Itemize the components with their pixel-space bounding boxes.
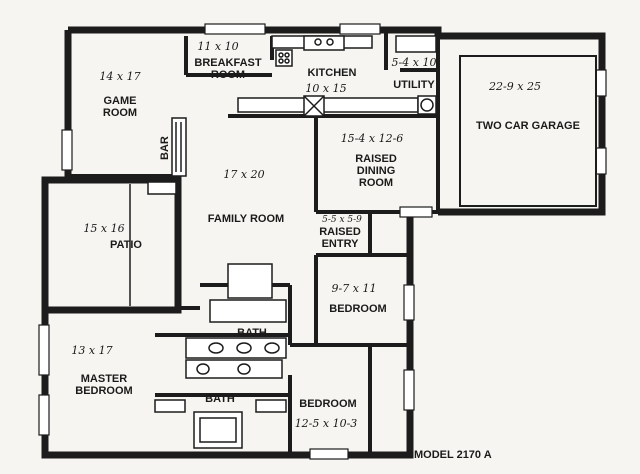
garage-dims: 22-9 x 25 [488, 80, 541, 93]
game-room-label-2: ROOM [103, 107, 137, 119]
dining-room-label-3: ROOM [359, 177, 393, 189]
dining-room-label-2: DINING [357, 165, 396, 177]
breakfast-room: 11 x 10 BREAKFAST ROOM [194, 40, 262, 81]
entry-label: RAISED [319, 226, 361, 238]
family-room-dims: 17 x 20 [223, 168, 264, 181]
entry-label-2: ENTRY [322, 238, 360, 250]
raised-entry: 5-5 x 5-9 RAISED ENTRY [319, 215, 362, 250]
game-room: 14 x 17 GAME ROOM [99, 70, 140, 119]
utility-label: UTILITY [393, 79, 435, 91]
bedroom-upper-dims: 9-7 x 11 [332, 282, 377, 295]
kitchen-dims: 10 x 15 [305, 82, 346, 95]
fixtures [129, 35, 437, 449]
bedroom-lower-dims: 12-5 x 10-3 [295, 417, 358, 430]
windows [38, 23, 607, 460]
family-room: 17 x 20 FAMILY ROOM [208, 168, 284, 225]
dining-room-label: RAISED [355, 153, 397, 165]
breakfast-room-label-2: ROOM [211, 69, 245, 81]
breakfast-room-label: BREAKFAST [194, 57, 262, 69]
game-room-label: GAME [104, 95, 137, 107]
entry-dims: 5-5 x 5-9 [322, 215, 362, 225]
bath-upper-label: BATH [237, 327, 267, 339]
bedroom-lower-label: BEDROOM [299, 398, 356, 410]
utility-dims: 5-4 x 10 [392, 56, 437, 69]
bath-lower-label: BATH [205, 393, 235, 405]
master-bedroom-label-2: BEDROOM [75, 385, 132, 397]
bar-label: BAR [159, 136, 171, 160]
kitchen: KITCHEN 10 x 15 [305, 67, 356, 95]
utility: 5-4 x 10 UTILITY [392, 56, 437, 91]
model-label: MODEL 2170 A [414, 449, 492, 461]
master-bedroom: 13 x 17 MASTER BEDROOM [71, 344, 132, 397]
patio-dims: 15 x 16 [83, 222, 124, 235]
garage-label: TWO CAR GARAGE [476, 120, 580, 132]
master-bedroom-label: MASTER [81, 373, 128, 385]
raised-dining-room: 15-4 x 12-6 RAISED DINING ROOM [341, 132, 404, 189]
game-room-dims: 14 x 17 [99, 70, 140, 83]
breakfast-room-dims: 11 x 10 [197, 40, 238, 53]
garage-door [459, 55, 597, 207]
family-room-label: FAMILY ROOM [208, 213, 284, 225]
dining-room-dims: 15-4 x 12-6 [341, 132, 404, 145]
patio: 15 x 16 PATIO [83, 222, 142, 251]
kitchen-label: KITCHEN [308, 67, 357, 79]
bedroom-upper-label: BEDROOM [329, 303, 386, 315]
two-car-garage: 22-9 x 25 TWO CAR GARAGE [476, 80, 580, 132]
bedroom-lower: BEDROOM 12-5 x 10-3 [295, 398, 358, 430]
bedroom-upper: 9-7 x 11 BEDROOM [329, 282, 386, 315]
master-bedroom-dims: 13 x 17 [71, 344, 112, 357]
patio-label: PATIO [110, 239, 142, 251]
